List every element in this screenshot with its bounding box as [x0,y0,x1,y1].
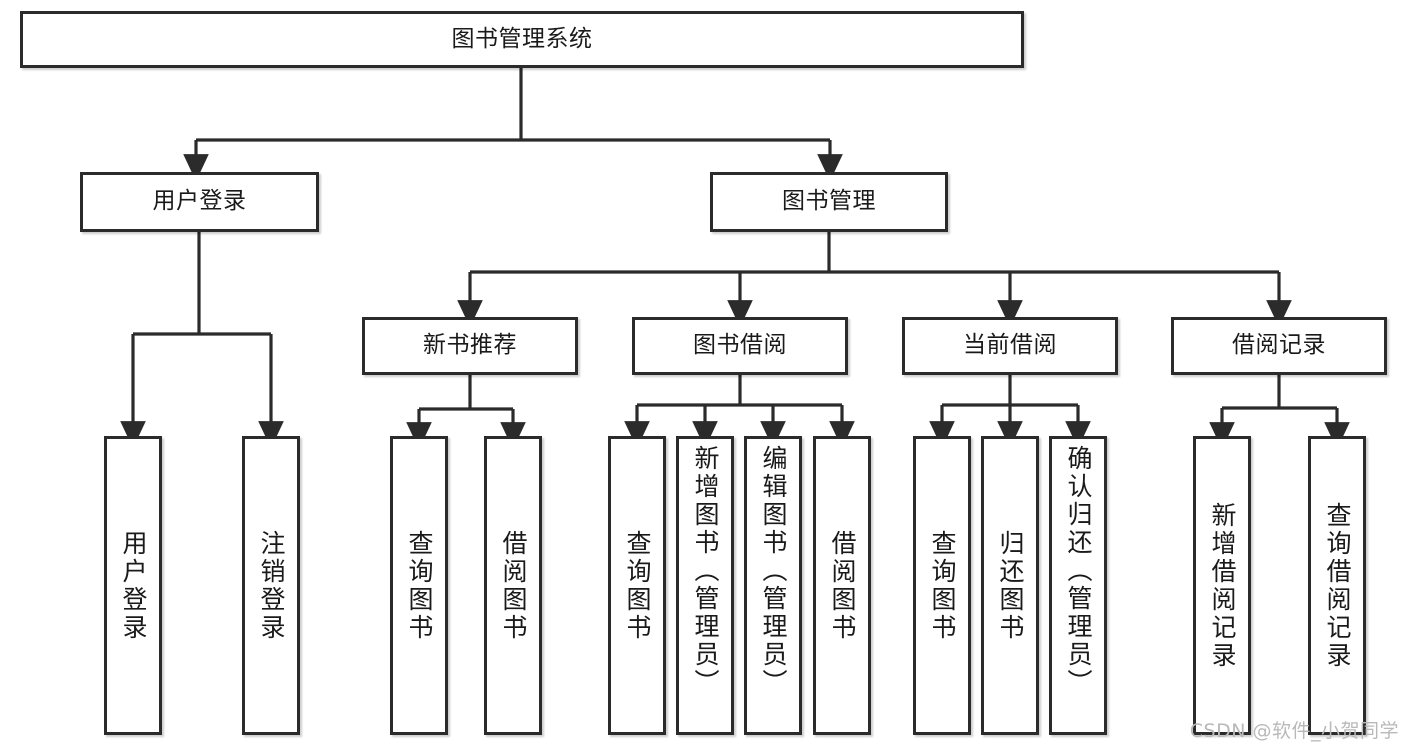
node-leaf-borrow-book-1[interactable]: 借阅图书 [484,436,542,735]
node-leaf-add-record[interactable]: 新增借阅记录 [1193,436,1251,735]
node-label: 用户登录 [152,188,247,215]
node-new-book-recommend[interactable]: 新书推荐 [362,317,578,375]
node-label: 新增图书（管理员） [691,445,720,697]
node-book-borrow[interactable]: 图书借阅 [632,317,848,375]
node-user-login[interactable]: 用户登录 [80,172,319,232]
node-leaf-confirm-return[interactable]: 确认归还（管理员） [1049,436,1107,735]
node-leaf-borrow-book-2[interactable]: 借阅图书 [813,436,871,735]
node-label: 查询图书 [623,529,652,642]
node-label: 借阅图书 [828,529,857,642]
node-label: 编辑图书（管理员） [759,445,788,697]
node-leaf-query-book-1[interactable]: 查询图书 [390,436,448,735]
node-leaf-edit-book[interactable]: 编辑图书（管理员） [744,436,802,735]
node-label: 新增借阅记录 [1208,501,1237,670]
node-label: 图书管理系统 [451,25,593,52]
node-label: 图书管理 [782,188,876,215]
node-leaf-query-book-3[interactable]: 查询图书 [913,436,971,735]
node-label: 查询图书 [405,529,434,642]
node-label: 查询借阅记录 [1323,501,1352,670]
node-leaf-user-login[interactable]: 用户登录 [104,436,162,735]
node-label: 用户登录 [119,529,148,642]
node-leaf-user-logout[interactable]: 注销登录 [242,436,300,735]
node-label: 借阅图书 [499,529,528,642]
node-borrow-record[interactable]: 借阅记录 [1171,317,1387,375]
node-current-borrow[interactable]: 当前借阅 [902,317,1118,375]
node-leaf-query-record[interactable]: 查询借阅记录 [1308,436,1366,735]
node-label: 注销登录 [257,529,286,642]
node-label: 归还图书 [996,529,1025,642]
node-leaf-return-book[interactable]: 归还图书 [981,436,1039,735]
node-label: 当前借阅 [963,332,1057,359]
csdn-watermark: CSDN @软件_小贺同学 [1189,720,1399,742]
node-label: 图书借阅 [693,332,787,359]
node-label: 新书推荐 [423,332,517,359]
node-book-management[interactable]: 图书管理 [710,172,948,232]
node-leaf-query-book-2[interactable]: 查询图书 [608,436,666,735]
node-label: 借阅记录 [1232,332,1326,359]
node-label: 确认归还（管理员） [1064,445,1093,697]
node-leaf-add-book[interactable]: 新增图书（管理员） [676,436,734,735]
node-root-book-management-system[interactable]: 图书管理系统 [20,11,1024,68]
node-label: 查询图书 [928,529,957,642]
